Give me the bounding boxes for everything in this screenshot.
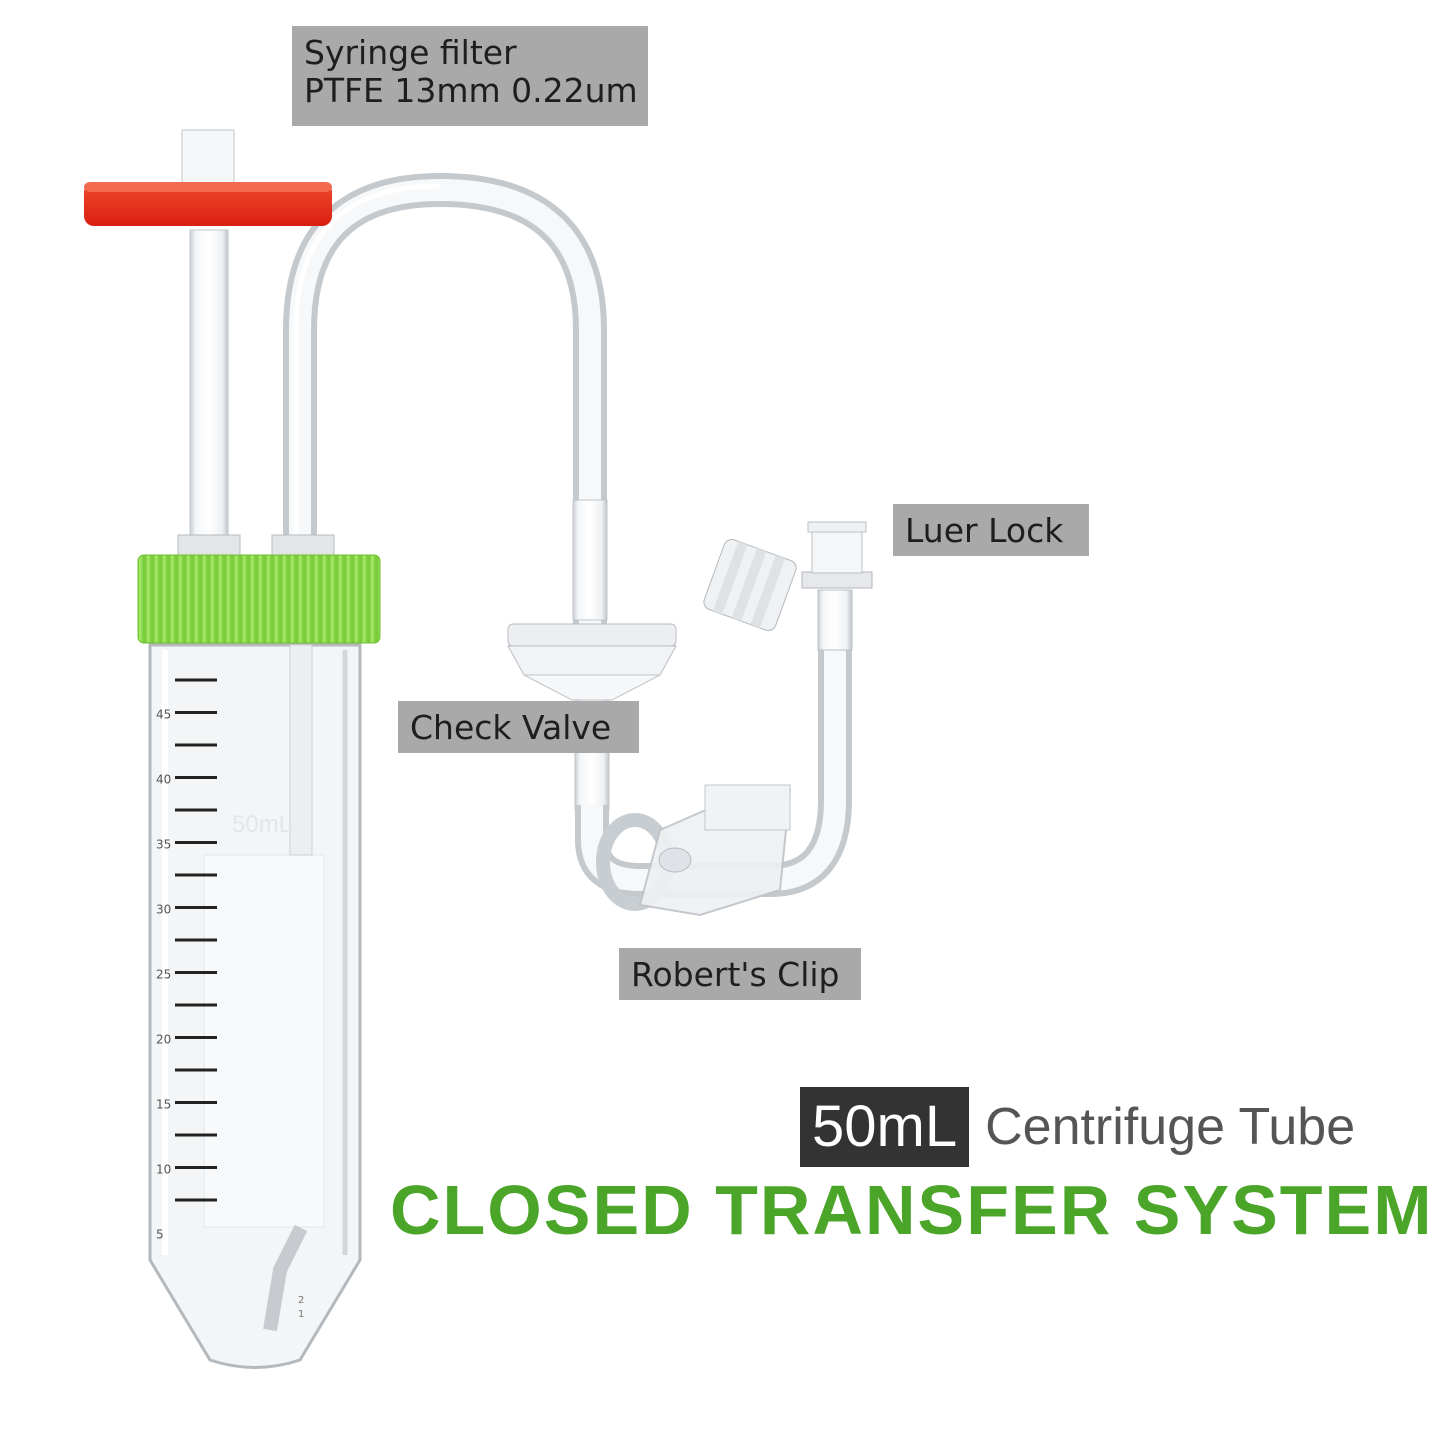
syringe-filter-label: Syringe filter PTFE 13mm 0.22um (292, 26, 648, 126)
syringe-filter-label-line2: PTFE 13mm 0.22um (304, 71, 638, 110)
syringe-filter-label-line1: Syringe filter (304, 33, 517, 72)
roberts-clip (596, 784, 792, 917)
graduation-number: 25 (156, 968, 171, 982)
graduation-number: 40 (156, 773, 171, 787)
centrifuge-tube: 45 40 35 30 25 20 15 10 5 2 1 (148, 643, 362, 1369)
graduation-number: 5 (156, 1228, 164, 1242)
graduation-marks: 45 40 35 30 25 20 15 10 5 2 1 (156, 678, 304, 1320)
green-screw-cap (137, 554, 381, 644)
product-type: Centrifuge Tube (985, 1098, 1356, 1156)
graduation-number: 35 (156, 838, 171, 852)
tubing-loop (283, 172, 607, 630)
syringe-filter (84, 129, 335, 558)
luer-fitting (801, 521, 873, 651)
graduation-number: 45 (156, 708, 171, 722)
luer-lock-cap (703, 538, 797, 632)
graduation-number: 10 (156, 1163, 171, 1177)
check-valve-label: Check Valve (398, 701, 639, 753)
volume-badge: 50mL (800, 1087, 970, 1167)
tip-mark: 1 (298, 1309, 304, 1320)
volume-mark: 50mL (232, 811, 292, 838)
roberts-clip-label: Robert's Clip (619, 948, 861, 1000)
graduation-number: 20 (156, 1033, 171, 1047)
check-valve (507, 499, 677, 811)
graduation-number: 15 (156, 1098, 171, 1112)
main-title: CLOSED TRANSFER SYSTEM (390, 1171, 1434, 1249)
graduation-number: 30 (156, 903, 171, 917)
luer-lock-label: Luer Lock (893, 504, 1089, 556)
tube-label-area (203, 854, 325, 1228)
product-subtitle: 50mL Centrifuge Tube (800, 1087, 1355, 1167)
tip-mark: 2 (298, 1295, 304, 1306)
